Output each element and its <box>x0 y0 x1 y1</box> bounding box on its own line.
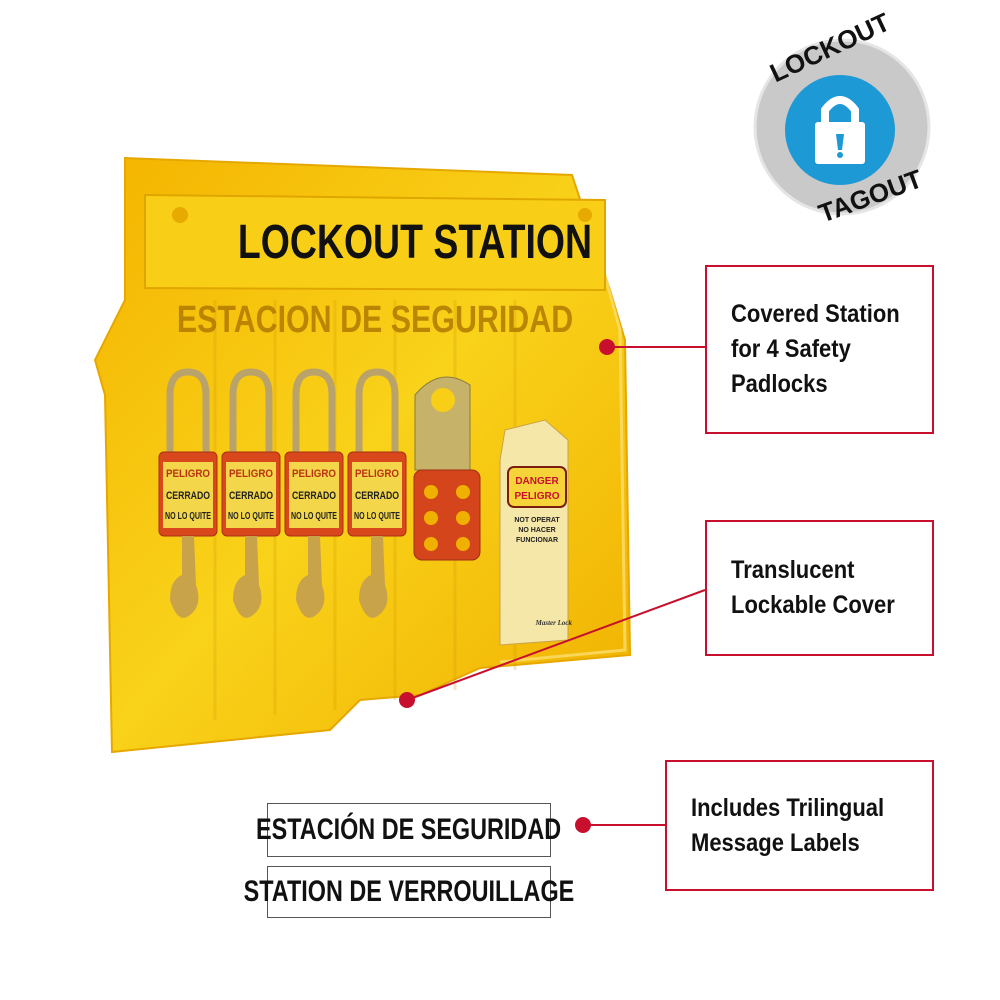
callout-text: Covered Station for 4 Safety Padlocks <box>731 300 900 398</box>
tag-line3: NOT OPERAT <box>514 517 560 524</box>
padlock-line2: NO LO QUITE <box>291 511 337 522</box>
padlock-1: PELIGRO CERRADO NO LO QUITE <box>158 368 218 618</box>
tag-line4: NO HACER <box>518 527 555 534</box>
danger-tag: DANGER PELIGRO NOT OPERAT NO HACER FUNCI… <box>499 419 573 646</box>
callout-trilingual-labels: Includes Trilingual Message Labels <box>665 760 934 891</box>
callout-connectors <box>399 339 706 833</box>
label-text: STATION DE VERROUILLAGE <box>243 875 575 908</box>
padlock-line2: NO LO QUITE <box>354 511 400 522</box>
padlock-line2: NO LO QUITE <box>228 511 274 522</box>
callout-text: Includes Trilingual Message Labels <box>691 793 885 857</box>
padlock-brand-label: PELIGRO <box>229 468 273 480</box>
callout-text: Translucent Lockable Cover <box>731 556 895 619</box>
label-text: ESTACIÓN DE SEGURIDAD <box>256 813 562 846</box>
station-header: LOCKOUT STATION ESTACION DE SEGURIDAD <box>144 193 606 341</box>
padlock-brand-label: PELIGRO <box>292 468 336 480</box>
station-subtitle: ESTACION DE SEGURIDAD <box>177 299 573 341</box>
station-title: LOCKOUT STATION <box>238 216 592 270</box>
callout-translucent-cover: Translucent Lockable Cover <box>705 520 934 656</box>
message-label-french: STATION DE VERROUILLAGE <box>244 866 574 918</box>
padlock-brand-label: PELIGRO <box>355 468 399 480</box>
message-label-spanish: ESTACIÓN DE SEGURIDAD <box>256 803 562 857</box>
lockout-tagout-logo: LOCKOUT TAGOUT <box>753 7 931 228</box>
padlock-3: PELIGRO CERRADO NO LO QUITE <box>284 368 344 618</box>
lockout-hasp <box>413 376 481 561</box>
padlock-brand-label: PELIGRO <box>166 468 210 480</box>
padlock-2: PELIGRO CERRADO NO LO QUITE <box>221 368 281 618</box>
padlock-line1: CERRADO <box>229 490 273 502</box>
padlock-4: PELIGRO CERRADO NO LO QUITE <box>347 368 407 618</box>
tag-line1: DANGER <box>515 476 559 487</box>
padlocks: PELIGRO CERRADO NO LO QUITE PELIGRO CERR… <box>158 368 407 618</box>
padlock-icon <box>815 96 865 164</box>
tag-brand: Master Lock <box>535 619 573 627</box>
tag-line5: FUNCIONAR <box>516 537 558 544</box>
padlock-line1: CERRADO <box>292 490 336 502</box>
padlock-line1: CERRADO <box>166 490 210 502</box>
padlock-line1: CERRADO <box>355 490 399 502</box>
padlock-line2: NO LO QUITE <box>165 511 211 522</box>
tag-line2: PELIGRO <box>514 491 559 502</box>
callout-covered-station: Covered Station for 4 Safety Padlocks <box>705 265 934 434</box>
